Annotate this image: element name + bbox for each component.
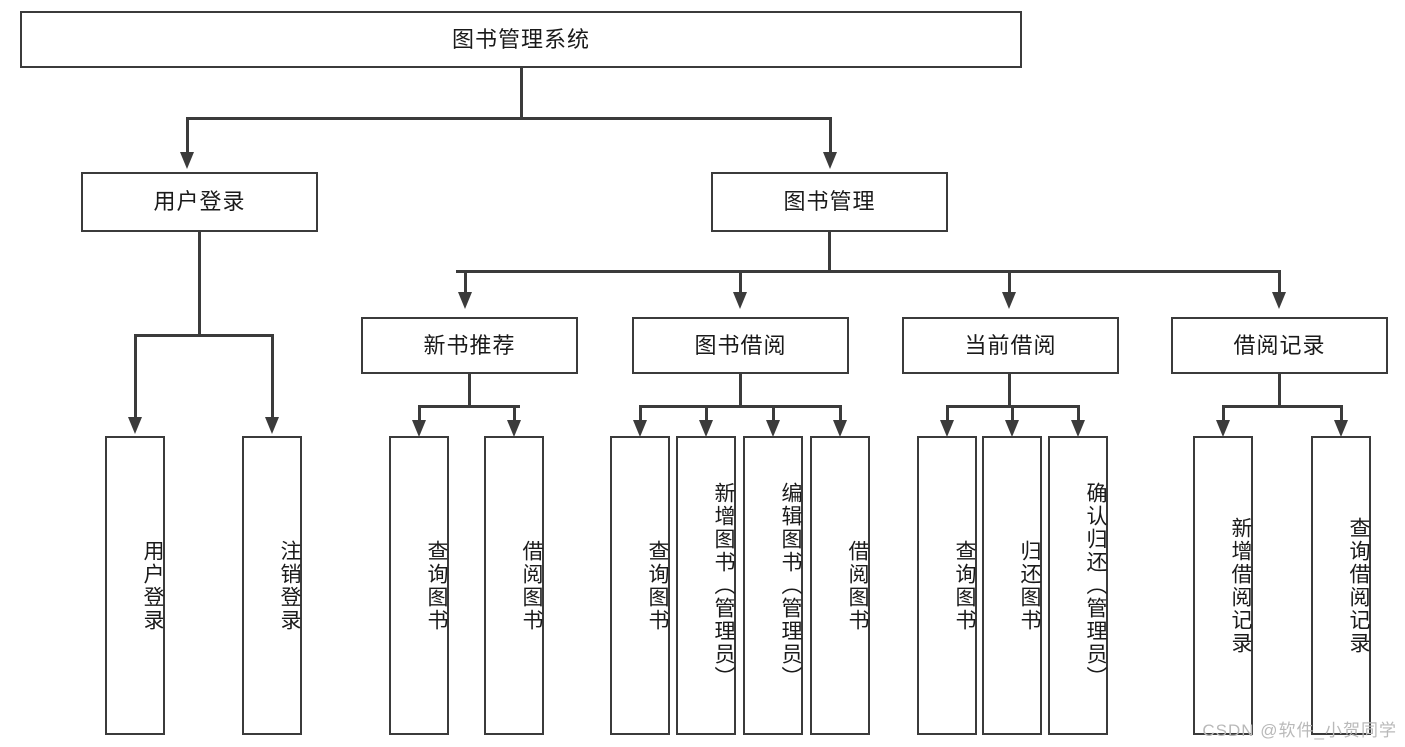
connector-book-borrow-to-leaf-3 [772,405,775,423]
arrowhead-new-book-to-leaf-2 [507,420,521,437]
connector-new-book-stem [468,374,471,406]
arrowhead-root-to-user-login [180,152,194,169]
connector-new-book-bus [418,405,520,408]
connector-current-borrow-to-leaf-1 [946,405,949,423]
arrowhead-bm-to-borrow-record [1272,292,1286,309]
leaf-current-borrow-confirm-return[interactable]: 确认归还（管理员） [1048,436,1108,735]
leaf-user-login-logout[interactable]: 注销登录 [242,436,302,735]
arrowhead-borrow-record-to-leaf-2 [1334,420,1348,437]
arrowhead-bm-to-book-borrow [733,292,747,309]
node-root-book-management-system[interactable]: 图书管理系统 [20,11,1022,68]
leaf-current-borrow-return-book[interactable]: 归还图书 [982,436,1042,735]
connector-bm-to-current-borrow [1008,270,1011,294]
arrowhead-book-borrow-to-leaf-1 [633,420,647,437]
leaf-book-borrow-edit-book[interactable]: 编辑图书（管理员） [743,436,803,735]
node-label: 查询图书 [953,539,976,632]
leaf-new-book-query-book[interactable]: 查询图书 [389,436,449,735]
node-new-book-recommend[interactable]: 新书推荐 [361,317,578,374]
connector-borrow-record-to-leaf-2 [1340,405,1343,423]
arrowhead-book-borrow-to-leaf-4 [833,420,847,437]
connector-root-stem [520,68,523,118]
node-label: 注销登录 [278,539,301,632]
arrowhead-current-borrow-to-leaf-2 [1005,420,1019,437]
leaf-new-book-borrow-book[interactable]: 借阅图书 [484,436,544,735]
leaf-user-login-login[interactable]: 用户登录 [105,436,165,735]
node-label: 当前借阅 [964,332,1057,358]
connector-root-to-user-login [186,117,189,155]
connector-book-borrow-bus [639,405,841,408]
node-label: 新书推荐 [423,332,516,358]
node-label: 图书管理 [783,189,876,215]
node-label: 查询借阅记录 [1347,516,1370,655]
connector-book-management-bus [456,270,1280,273]
arrowhead-bm-to-current-borrow [1002,292,1016,309]
connector-current-borrow-stem [1008,374,1011,406]
connector-bm-to-book-borrow [739,270,742,294]
leaf-book-borrow-query-book[interactable]: 查询图书 [610,436,670,735]
arrowhead-user-login-to-leaf-2 [265,417,279,434]
leaf-book-borrow-borrow-book[interactable]: 借阅图书 [810,436,870,735]
connector-user-login-bus [134,334,272,337]
arrowhead-borrow-record-to-leaf-1 [1216,420,1230,437]
node-user-login[interactable]: 用户登录 [81,172,318,232]
leaf-borrow-record-add-record[interactable]: 新增借阅记录 [1193,436,1253,735]
arrowhead-bm-to-new-book [458,292,472,309]
connector-bm-to-new-book [464,270,467,294]
connector-bm-to-borrow-record [1278,270,1281,294]
connector-book-borrow-to-leaf-4 [839,405,842,423]
connector-user-login-to-leaf-1 [134,334,137,419]
connector-root-bus [186,117,832,120]
connector-borrow-record-stem [1278,374,1281,406]
arrowhead-user-login-to-leaf-1 [128,417,142,434]
node-current-borrow[interactable]: 当前借阅 [902,317,1119,374]
node-label: 借阅图书 [846,539,869,632]
arrowhead-root-to-book-management [823,152,837,169]
connector-borrow-record-bus [1222,405,1342,408]
node-label: 查询图书 [425,539,448,632]
leaf-current-borrow-query-book[interactable]: 查询图书 [917,436,977,735]
arrowhead-new-book-to-leaf-1 [412,420,426,437]
connector-book-management-stem [828,232,831,272]
connector-user-login-stem [198,232,201,335]
node-book-borrow[interactable]: 图书借阅 [632,317,849,374]
node-label: 图书管理系统 [451,26,590,52]
connector-book-borrow-to-leaf-2 [705,405,708,423]
node-book-management[interactable]: 图书管理 [711,172,948,232]
arrowhead-book-borrow-to-leaf-2 [699,420,713,437]
node-label: 编辑图书（管理员） [779,482,802,689]
node-label: 用户登录 [153,189,246,215]
arrowhead-current-borrow-to-leaf-1 [940,420,954,437]
leaf-book-borrow-add-book[interactable]: 新增图书（管理员） [676,436,736,735]
node-label: 查询图书 [646,539,669,632]
connector-book-borrow-to-leaf-1 [639,405,642,423]
node-label: 新增借阅记录 [1229,516,1252,655]
node-label: 借阅记录 [1233,332,1326,358]
connector-new-book-to-leaf-1 [418,405,421,423]
connector-borrow-record-to-leaf-1 [1222,405,1225,423]
connector-current-borrow-to-leaf-3 [1077,405,1080,423]
leaf-borrow-record-query-record[interactable]: 查询借阅记录 [1311,436,1371,735]
connector-user-login-to-leaf-2 [271,334,274,419]
arrowhead-book-borrow-to-leaf-3 [766,420,780,437]
node-borrow-record[interactable]: 借阅记录 [1171,317,1388,374]
connector-book-borrow-stem [739,374,742,406]
node-label: 用户登录 [141,539,164,632]
node-label: 借阅图书 [520,539,543,632]
node-label: 确认归还（管理员） [1084,482,1107,689]
arrowhead-current-borrow-to-leaf-3 [1071,420,1085,437]
node-label: 新增图书（管理员） [712,482,735,689]
connector-current-borrow-to-leaf-2 [1011,405,1014,423]
connector-new-book-to-leaf-2 [513,405,516,423]
connector-root-to-book-management [829,117,832,155]
node-label: 图书借阅 [694,332,787,358]
node-label: 归还图书 [1018,539,1041,632]
